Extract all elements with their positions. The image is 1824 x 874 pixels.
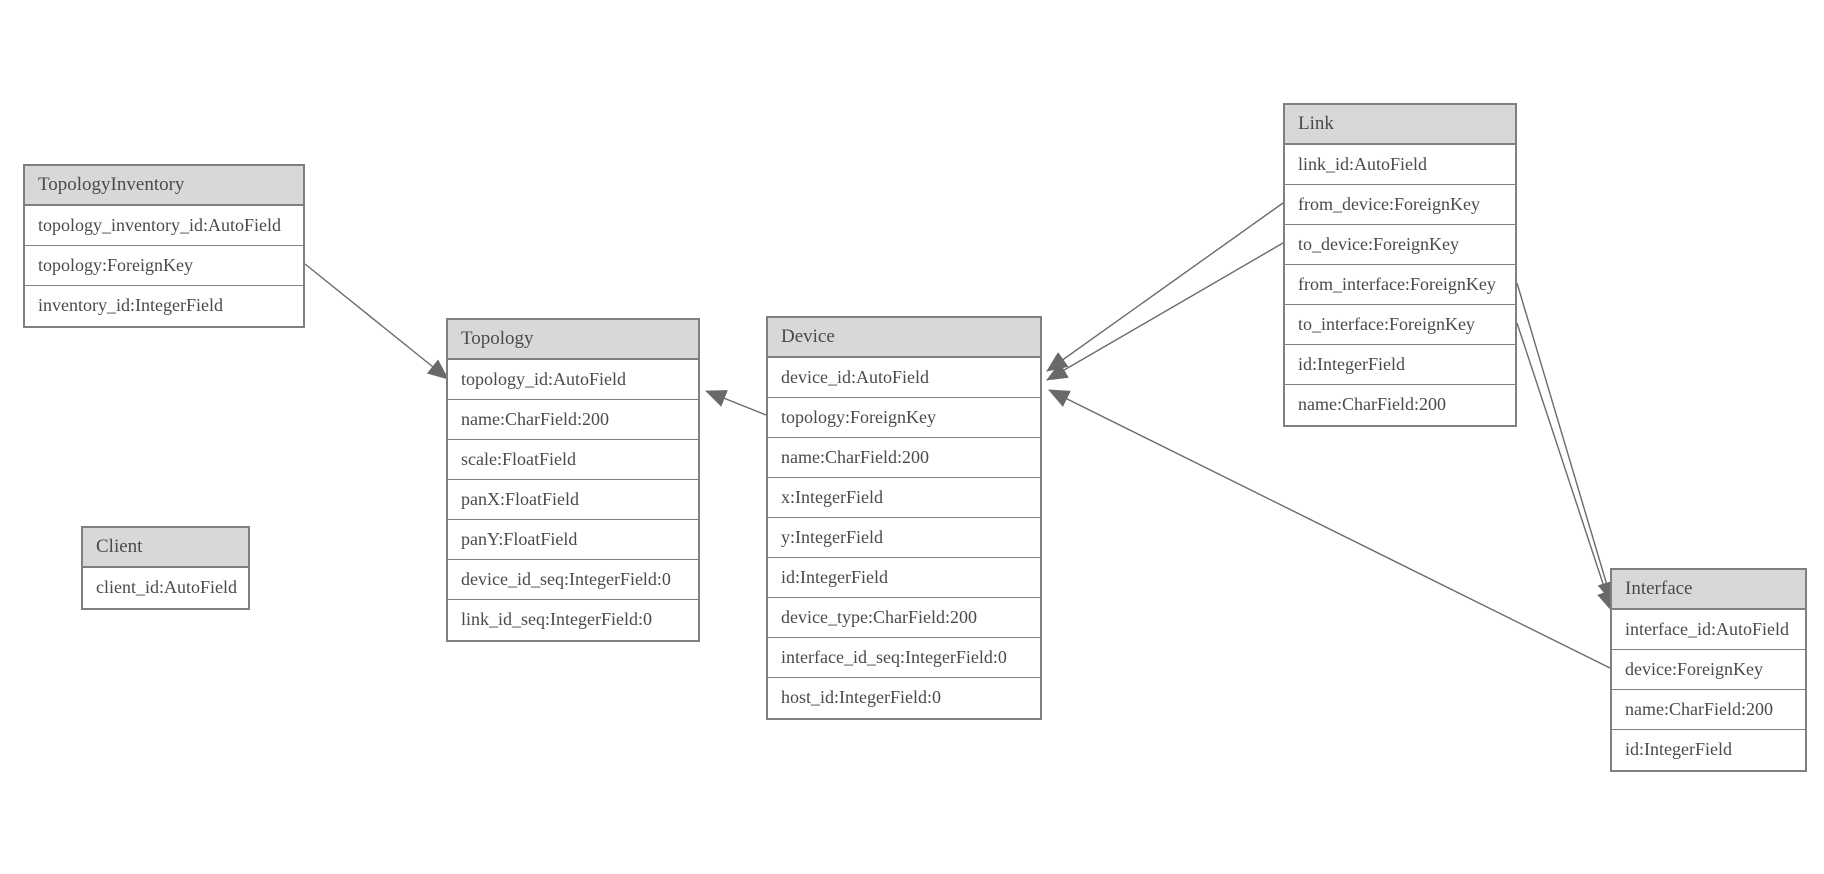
relation-Link.to_interface-to-Interface.interface_id xyxy=(1516,322,1615,612)
entity-client: Client client_id:AutoField xyxy=(81,526,250,610)
entity-field: link_id_seq:IntegerField:0 xyxy=(461,609,652,629)
entity-title: TopologyInventory xyxy=(25,166,303,206)
entity-field: from_device:ForeignKey xyxy=(1285,185,1515,225)
entity-title: Client xyxy=(83,528,248,568)
entity-field: x:IntegerField xyxy=(768,478,1040,518)
entity-field: name:CharField:200 xyxy=(448,400,698,440)
entity-field: topology_inventory_id:AutoField xyxy=(25,206,303,246)
entity-field: id:IntegerField xyxy=(1625,739,1732,759)
entity-field: id:IntegerField xyxy=(768,558,1040,598)
entity-field: topology:ForeignKey xyxy=(768,398,1040,438)
entity-field: y:IntegerField xyxy=(768,518,1040,558)
entity-field: to_device:ForeignKey xyxy=(1285,225,1515,265)
relation-TopologyInventory.topology-to-Topology.topology_id xyxy=(304,263,449,380)
entity-field: scale:FloatField xyxy=(448,440,698,480)
entity-field: panY:FloatField xyxy=(448,520,698,560)
entity-title: Interface xyxy=(1612,570,1805,610)
entity-field: device_id_seq:IntegerField:0 xyxy=(448,560,698,600)
entity-field: name:CharField:200 xyxy=(1612,690,1805,730)
entity-field: interface_id_seq:IntegerField:0 xyxy=(768,638,1040,678)
entity-field: inventory_id:IntegerField xyxy=(38,295,223,315)
entity-field: name:CharField:200 xyxy=(768,438,1040,478)
entity-field: topology_id:AutoField xyxy=(448,360,698,400)
entity-field: device_type:CharField:200 xyxy=(768,598,1040,638)
entity-field: topology:ForeignKey xyxy=(25,246,303,286)
relation-Link.from_device-to-Device.device_id xyxy=(1046,202,1284,372)
relation-Device.topology-to-Topology.topology_id xyxy=(705,390,767,416)
entity-field: interface_id:AutoField xyxy=(1612,610,1805,650)
entity-title: Link xyxy=(1285,105,1515,145)
entity-field: from_interface:ForeignKey xyxy=(1285,265,1515,305)
entity-field: host_id:IntegerField:0 xyxy=(781,687,941,707)
entity-field: device_id:AutoField xyxy=(768,358,1040,398)
relation-Interface.device-to-Device.device_id xyxy=(1048,389,1611,669)
entity-field: panX:FloatField xyxy=(448,480,698,520)
entity-field: to_interface:ForeignKey xyxy=(1285,305,1515,345)
relation-Link.from_interface-to-Interface.interface_id xyxy=(1516,282,1615,603)
entity-field: client_id:AutoField xyxy=(96,577,237,597)
entity-field: id:IntegerField xyxy=(1285,345,1515,385)
relation-Link.to_device-to-Device.device_id xyxy=(1046,242,1284,381)
entity-field: link_id:AutoField xyxy=(1285,145,1515,185)
entity-title: Device xyxy=(768,318,1040,358)
entity-title: Topology xyxy=(448,320,698,360)
entity-field: device:ForeignKey xyxy=(1612,650,1805,690)
entity-field: name:CharField:200 xyxy=(1298,394,1446,414)
